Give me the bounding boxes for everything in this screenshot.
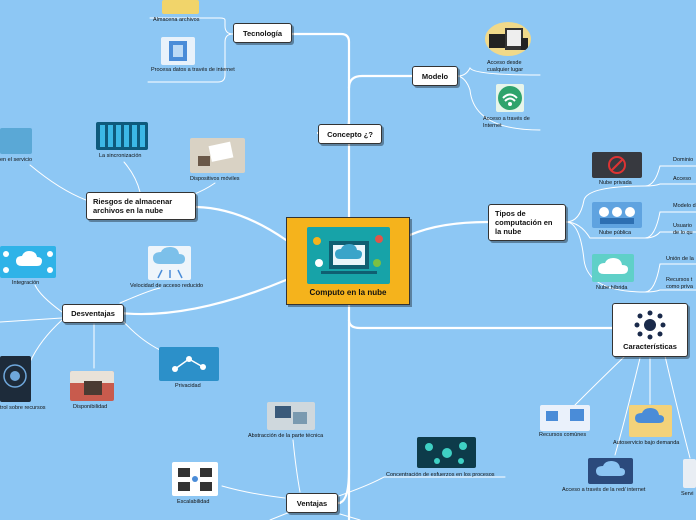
branch-ventajas-label: Ventajas: [296, 498, 328, 508]
riesgos-item-servicio: en el servicio: [0, 157, 33, 163]
shared-resources-image: [540, 405, 590, 431]
tecnologia-item-procesa: Procesa datos a través de internet: [151, 67, 235, 73]
tipos-detail-2: Acceso: [673, 176, 692, 182]
branch-tipos[interactable]: Tipos de computación en la nube: [488, 204, 566, 241]
storage-image: [162, 0, 199, 14]
branch-ventajas[interactable]: Ventajas: [286, 493, 338, 513]
tipos-item-privada: Nube privada: [599, 180, 632, 186]
tipos-detail-3: Modelo d: [673, 203, 696, 209]
process-focus-image: [417, 437, 476, 468]
riesgos-item-sincronizacion: La sincronización: [99, 153, 142, 159]
technical-abstraction-image: [267, 402, 315, 430]
network-icon: [634, 310, 666, 340]
ventajas-item-abstraccion: Abstracción de la parte técnica: [248, 433, 324, 439]
desventajas-item-velocidad: Velocidad de acceso reducido: [130, 283, 204, 289]
resources-control-image: [0, 356, 31, 402]
ventajas-item-concentracion: Concentración de esfuerzos en los proces…: [386, 472, 495, 478]
branch-tecnologia[interactable]: Tecnología: [233, 23, 292, 43]
branch-tecnologia-label: Tecnología: [242, 28, 283, 38]
desventajas-item-disponibilidad: Disponibilidad: [73, 404, 108, 410]
network-access-image: [588, 458, 633, 484]
branch-desventajas[interactable]: Desventajas: [62, 304, 124, 323]
caracteristicas-item-acceso-red: Acceso a través de la red/ internet: [562, 487, 646, 493]
desventajas-item-integracion: Integración: [12, 280, 40, 286]
caracteristicas-item-autoservicio: Autoservicio bajo demanda: [613, 440, 680, 446]
branch-riesgos[interactable]: Riesgos de almacenar archivos en la nube: [86, 192, 196, 220]
integration-image: [0, 246, 56, 278]
privacy-image: [159, 347, 219, 381]
modelo-item-acceso-internet: Acceso a través de Internet: [483, 116, 530, 130]
data-processing-image: [161, 37, 195, 65]
caracteristicas-item-recursos: Recursos comúnes: [539, 432, 587, 438]
wifi-image: [496, 84, 524, 112]
access-speed-image: [148, 246, 191, 280]
caracteristicas-item-servi: Servi: [681, 491, 694, 497]
branch-tipos-label: Tipos de computación en la nube: [495, 209, 553, 236]
branch-desventajas-label: Desventajas: [71, 309, 115, 318]
tipos-detail-4: Usuario de lo qu: [673, 223, 693, 237]
service-image: [0, 128, 32, 154]
branch-riesgos-label: Riesgos de almacenar archivos en la nube: [93, 197, 173, 215]
private-cloud-image: [592, 152, 642, 178]
service-cloud-image: [683, 459, 696, 488]
tipos-detail-1: Dominio: [673, 157, 694, 163]
branch-concepto[interactable]: Concepto ¿?: [318, 124, 382, 144]
sync-image: [96, 122, 148, 150]
branch-caracteristicas-label: Características: [623, 342, 677, 351]
desventajas-item-control: trol sobre recursos: [0, 405, 46, 411]
mobile-devices-image: [190, 138, 245, 173]
cloud-computing-illustration: [307, 227, 390, 284]
hybrid-cloud-image: [592, 254, 634, 282]
tipos-detail-6: Recursos t como priva: [666, 277, 693, 291]
availability-image: [70, 371, 114, 401]
branch-modelo[interactable]: Modelo: [412, 66, 458, 86]
scalability-image: [172, 462, 218, 496]
riesgos-item-dispositivos: Dispositivos móviles: [190, 176, 240, 182]
tecnologia-item-almacena: Almacena archivos: [153, 17, 200, 23]
desventajas-item-privacidad: Privacidad: [175, 383, 201, 389]
branch-modelo-label: Modelo: [421, 71, 449, 81]
tipos-detail-5: Unión de la: [666, 256, 694, 262]
central-topic-title: Computo en la nube: [309, 288, 387, 297]
central-topic[interactable]: Computo en la nube: [286, 217, 410, 305]
modelo-item-acceso-lugar: Acceso desde cualquier lugar: [487, 60, 524, 74]
tipos-item-publica: Nube pública: [599, 230, 632, 236]
self-service-image: [629, 405, 672, 437]
public-cloud-image: [592, 202, 642, 228]
tipos-item-hibrida: Nube híbrida: [596, 285, 628, 291]
devices-image: [485, 22, 531, 56]
ventajas-item-escalabilidad: Escalabilidad: [177, 499, 210, 505]
branch-concepto-label: Concepto ¿?: [327, 129, 373, 139]
branch-caracteristicas[interactable]: Características: [612, 303, 688, 357]
